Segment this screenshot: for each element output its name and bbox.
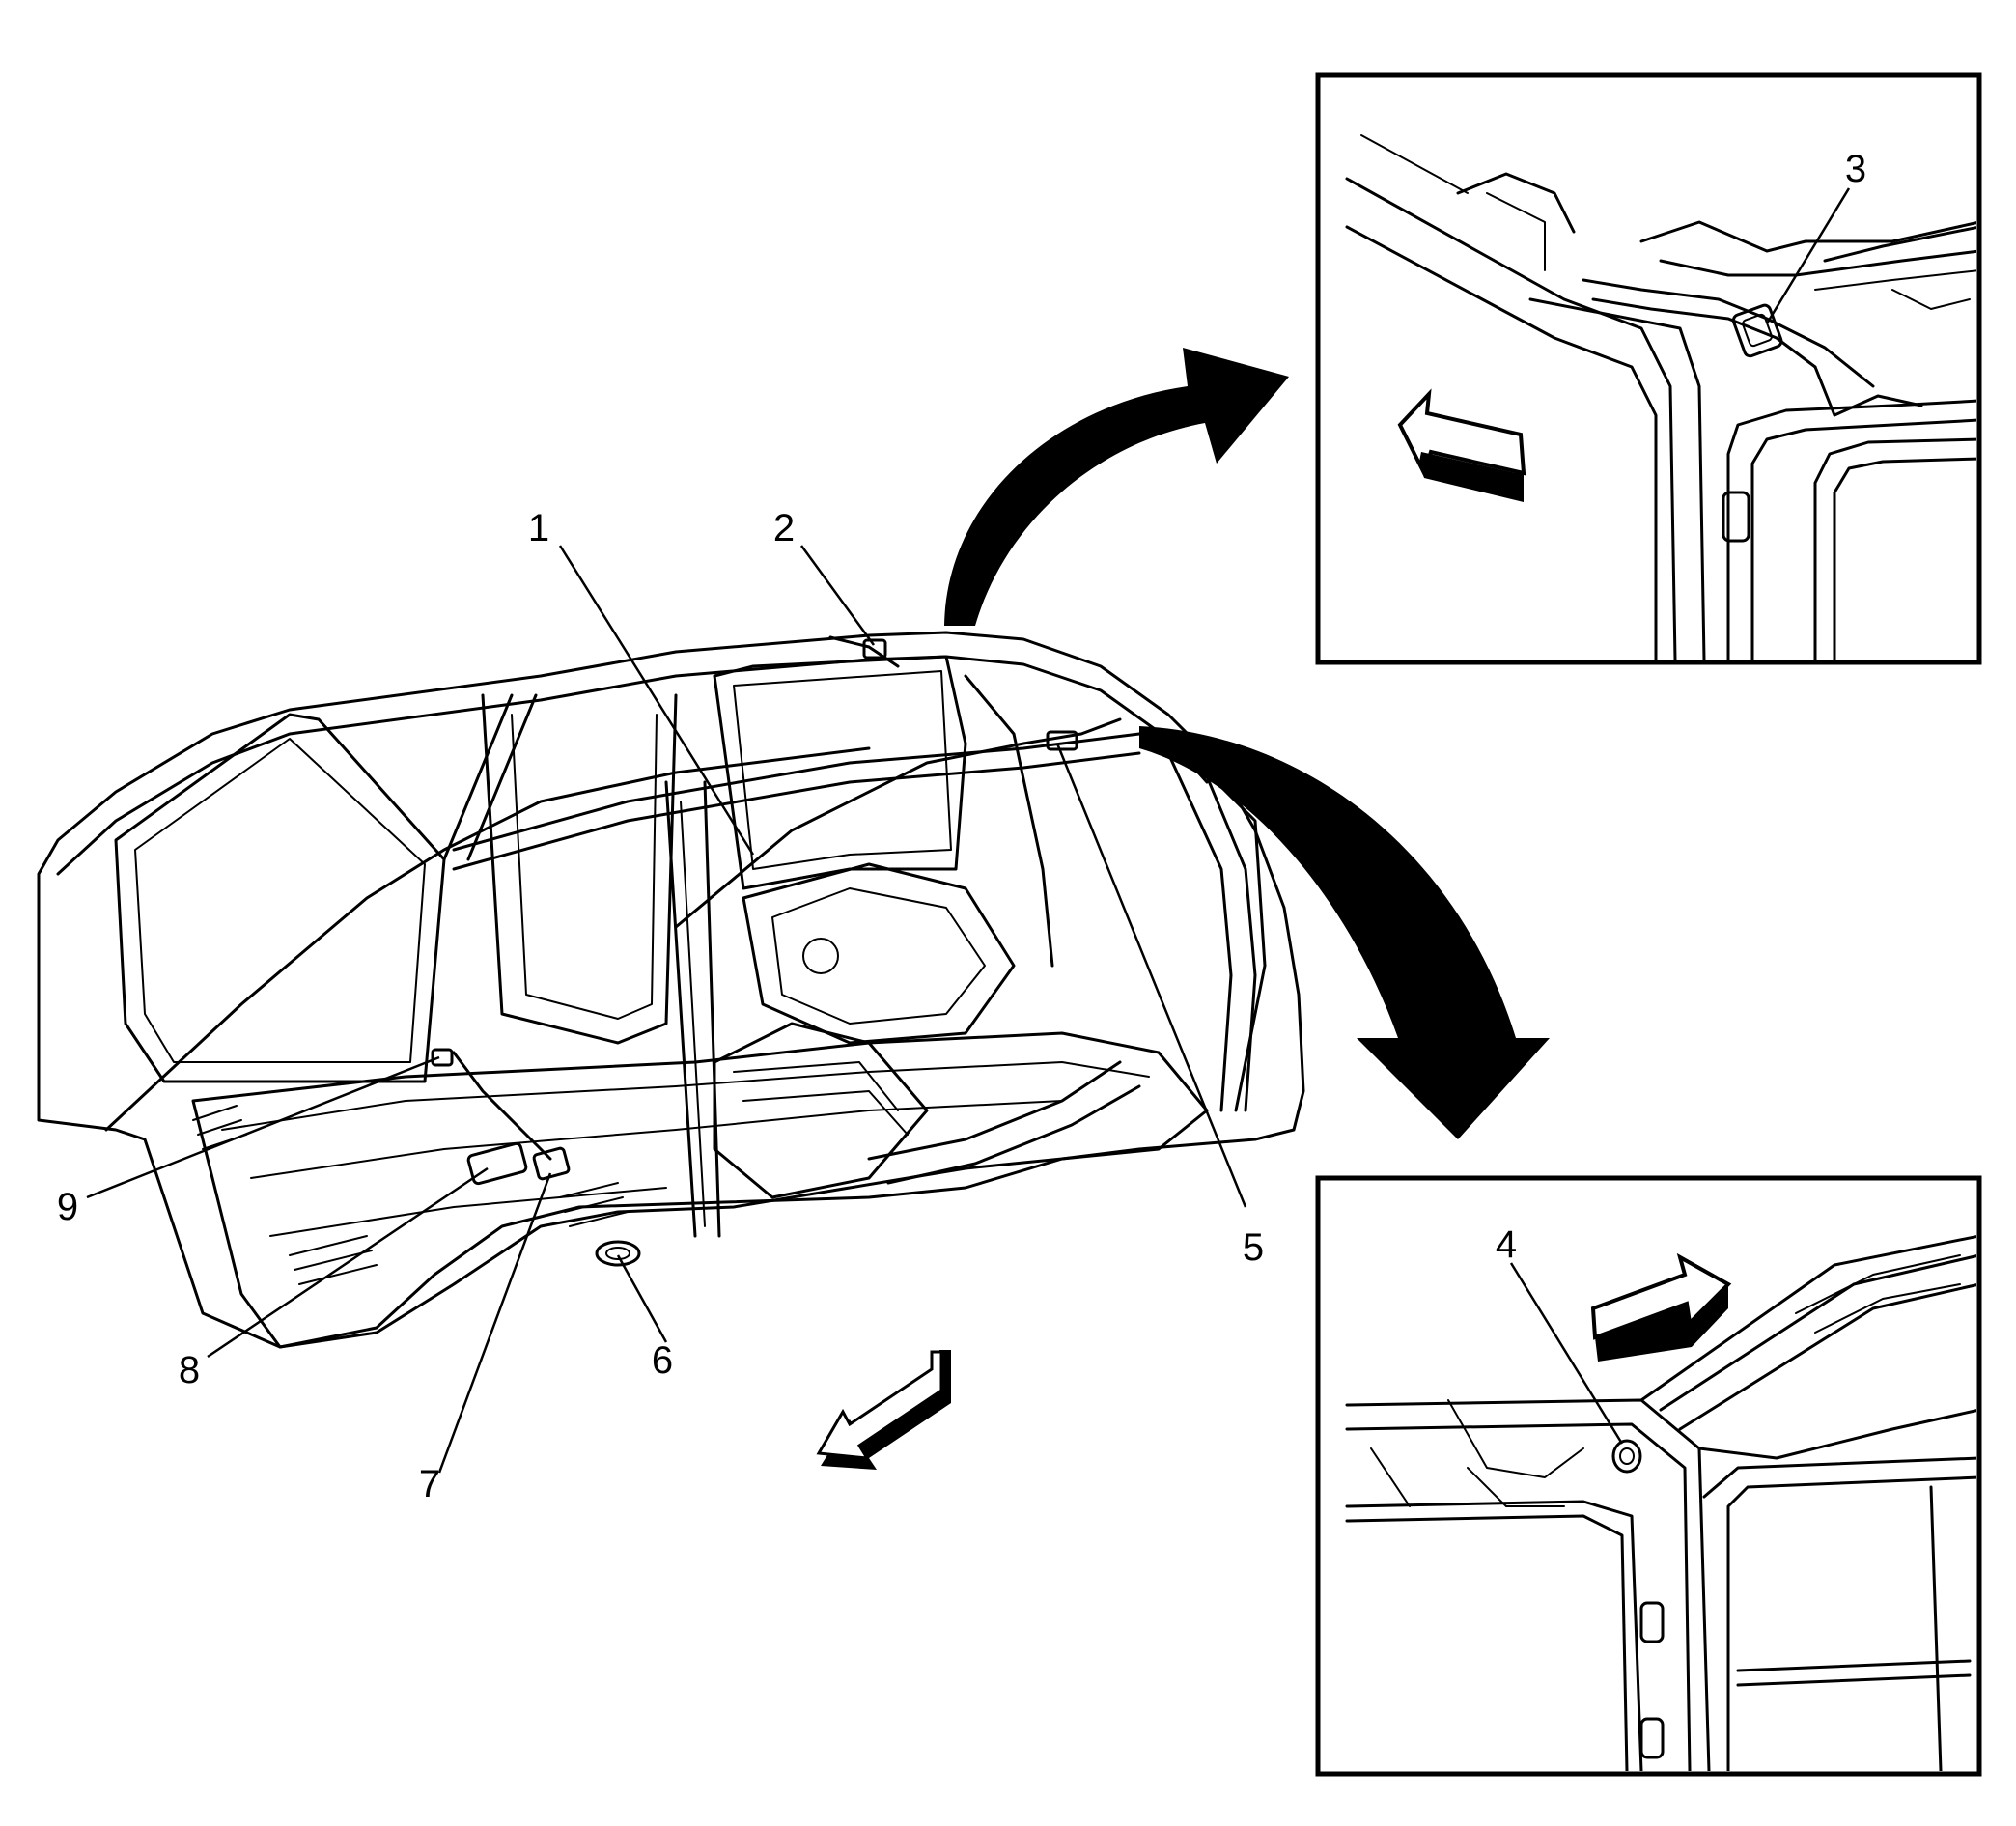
callout-4: 4 <box>1496 1223 1517 1266</box>
vehicle-body-structure <box>37 631 1305 1349</box>
lower-detail-panel <box>1315 1175 1982 1777</box>
callout-5: 5 <box>1243 1226 1264 1269</box>
forward-direction-arrow <box>816 1350 951 1470</box>
callout-1: 1 <box>528 507 549 549</box>
clip-9 <box>431 1048 454 1067</box>
connector-7 <box>532 1146 571 1181</box>
connector-2 <box>862 638 887 660</box>
harness-connectors <box>431 638 1078 1267</box>
arrow-to-lower-detail-icon <box>1139 726 1550 1139</box>
callout-8: 8 <box>179 1349 200 1391</box>
callout-3: 3 <box>1845 148 1866 190</box>
callout-7: 7 <box>419 1463 440 1505</box>
callout-labels: 1 2 3 4 5 6 7 8 9 <box>57 148 1866 1505</box>
callout-6: 6 <box>652 1339 673 1382</box>
callout-leader-lines <box>86 545 1247 1474</box>
upper-detail-panel <box>1315 72 1982 665</box>
callout-2: 2 <box>773 507 795 549</box>
arrow-to-upper-detail-icon <box>944 348 1289 626</box>
wiring-harness-routing <box>104 635 1122 1161</box>
callout-9: 9 <box>57 1186 78 1228</box>
connector-8 <box>466 1141 528 1186</box>
grommet-6 <box>595 1240 641 1267</box>
clip-5 <box>1046 730 1078 751</box>
